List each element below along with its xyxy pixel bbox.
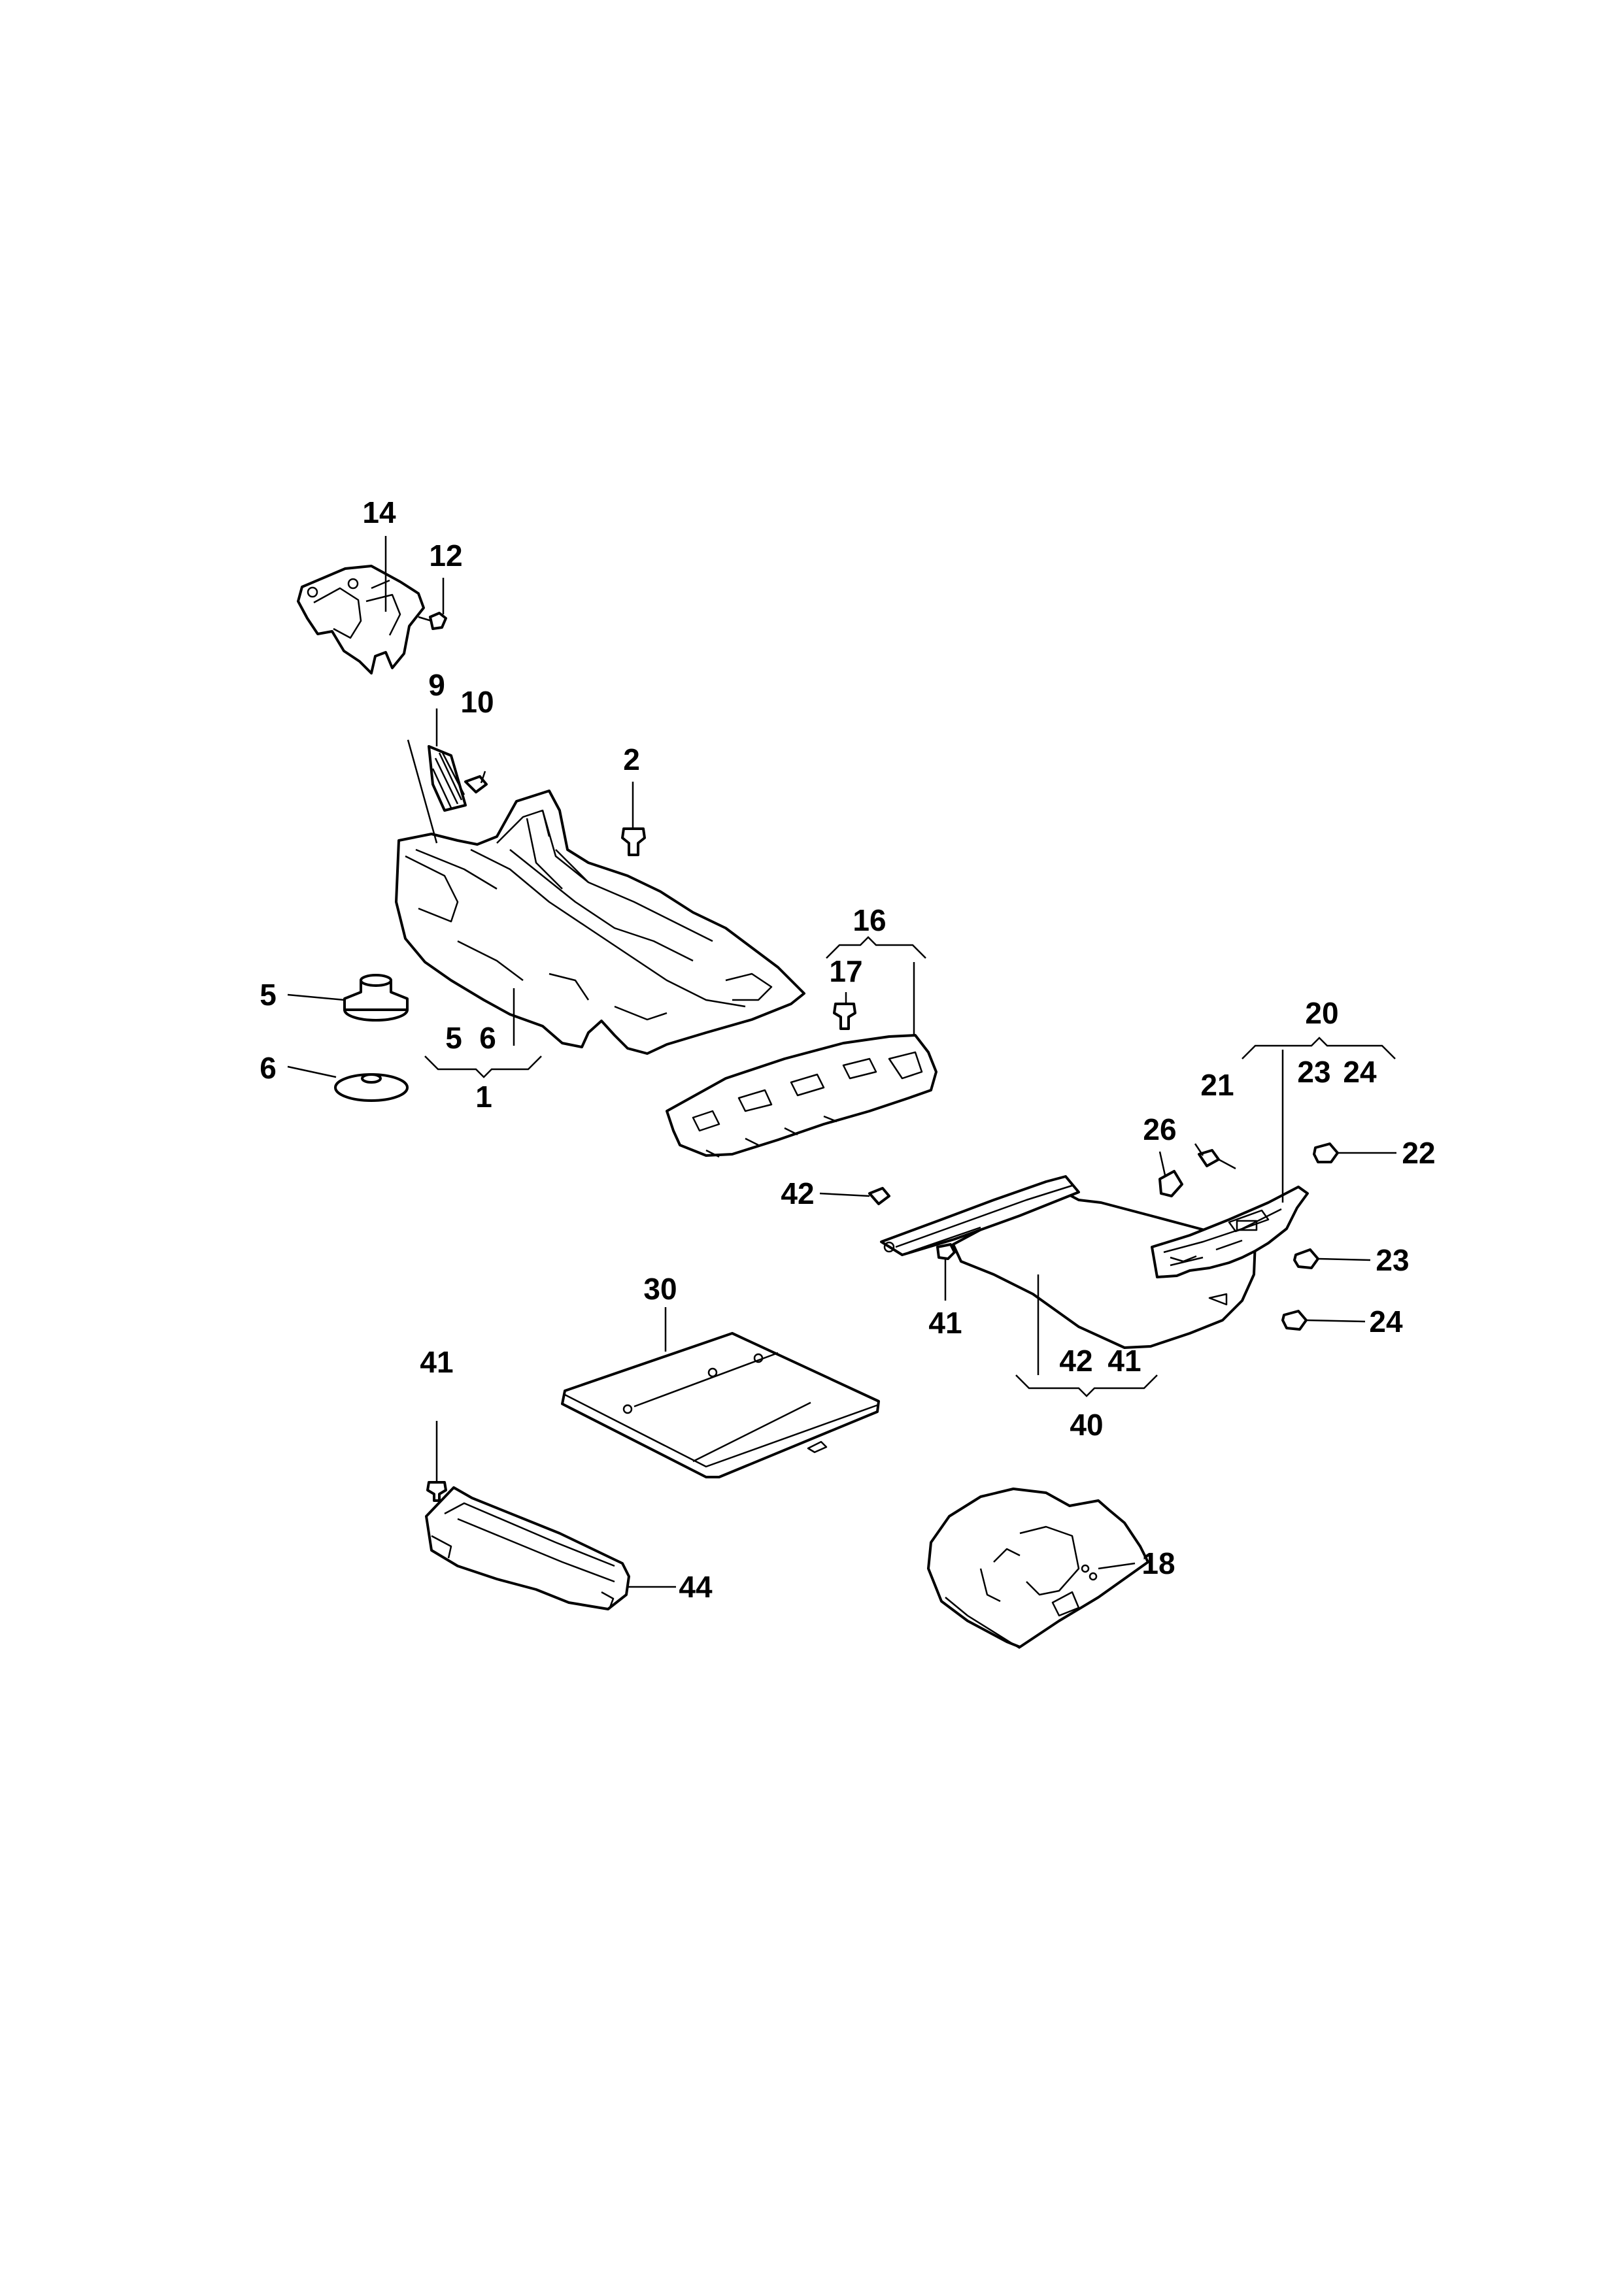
callout-42-group: 42 [1059, 1344, 1092, 1378]
callout-24-group: 24 [1343, 1055, 1377, 1089]
part-16-panel [666, 1034, 938, 1158]
leader-lines [384, 536, 1284, 1375]
part-41-clip-a [936, 1243, 956, 1301]
part-6-cap [287, 1065, 409, 1102]
callout-17: 17 [829, 954, 862, 988]
callout-10: 10 [460, 685, 494, 719]
callout-41: 41 [928, 1306, 962, 1340]
part-1-underbody-panel [395, 790, 805, 1055]
bracket-group-16 [826, 936, 926, 959]
part-44-storage-tray [425, 1486, 676, 1610]
callout-26: 26 [1143, 1112, 1176, 1146]
callout-22: 22 [1402, 1136, 1435, 1170]
callout-41-tray: 41 [420, 1345, 453, 1379]
part-2-screw [621, 827, 646, 856]
part-20-trim-panel [1151, 1186, 1309, 1278]
callout-23-group: 23 [1297, 1055, 1330, 1089]
part-18-round-panel [927, 1488, 1149, 1650]
part-26-cap [1158, 1170, 1183, 1197]
callout-6: 6 [260, 1051, 277, 1085]
callout-1: 1 [475, 1080, 492, 1114]
callout-42: 42 [781, 1176, 814, 1210]
callout-labels: 14 12 9 10 2 16 17 5 6 5 6 1 20 21 23 24… [260, 495, 1435, 1604]
part-24-clip [1281, 1310, 1366, 1331]
part-42-screw-a [819, 1187, 890, 1205]
part-10-screw [464, 771, 488, 793]
callout-2: 2 [623, 742, 640, 776]
callout-40: 40 [1070, 1408, 1103, 1442]
callout-30: 30 [643, 1272, 677, 1306]
bracket-group-40 [1015, 1374, 1158, 1397]
part-17-screw [833, 1003, 856, 1030]
callout-12: 12 [429, 539, 462, 573]
part-22-clip [1313, 1142, 1396, 1163]
part-41-clip-b [426, 1421, 447, 1502]
callout-24: 24 [1369, 1305, 1403, 1339]
part-9-shield-plate [428, 745, 467, 812]
callout-41-group: 41 [1107, 1344, 1141, 1378]
part-21-screw [1198, 1149, 1236, 1170]
callout-18: 18 [1141, 1546, 1175, 1580]
bracket-group-1 [424, 1056, 542, 1078]
callout-9: 9 [428, 668, 445, 702]
callout-6-group: 6 [479, 1021, 496, 1055]
callout-16: 16 [853, 903, 886, 937]
callout-20: 20 [1305, 996, 1338, 1030]
bracket-group-20 [1242, 1037, 1396, 1059]
callout-21: 21 [1200, 1068, 1234, 1102]
part-40-floor-mat [880, 1175, 1257, 1349]
callout-14: 14 [362, 495, 396, 529]
part-12-screw [418, 612, 447, 630]
part-5-grommet [287, 974, 409, 1022]
part-23-clip [1293, 1248, 1371, 1269]
callout-44: 44 [679, 1570, 713, 1604]
callout-5: 5 [260, 978, 277, 1012]
part-14-bracket [297, 565, 425, 674]
callout-23: 23 [1376, 1243, 1409, 1277]
callout-5-group: 5 [445, 1021, 462, 1055]
part-30-floor-board [561, 1307, 880, 1478]
